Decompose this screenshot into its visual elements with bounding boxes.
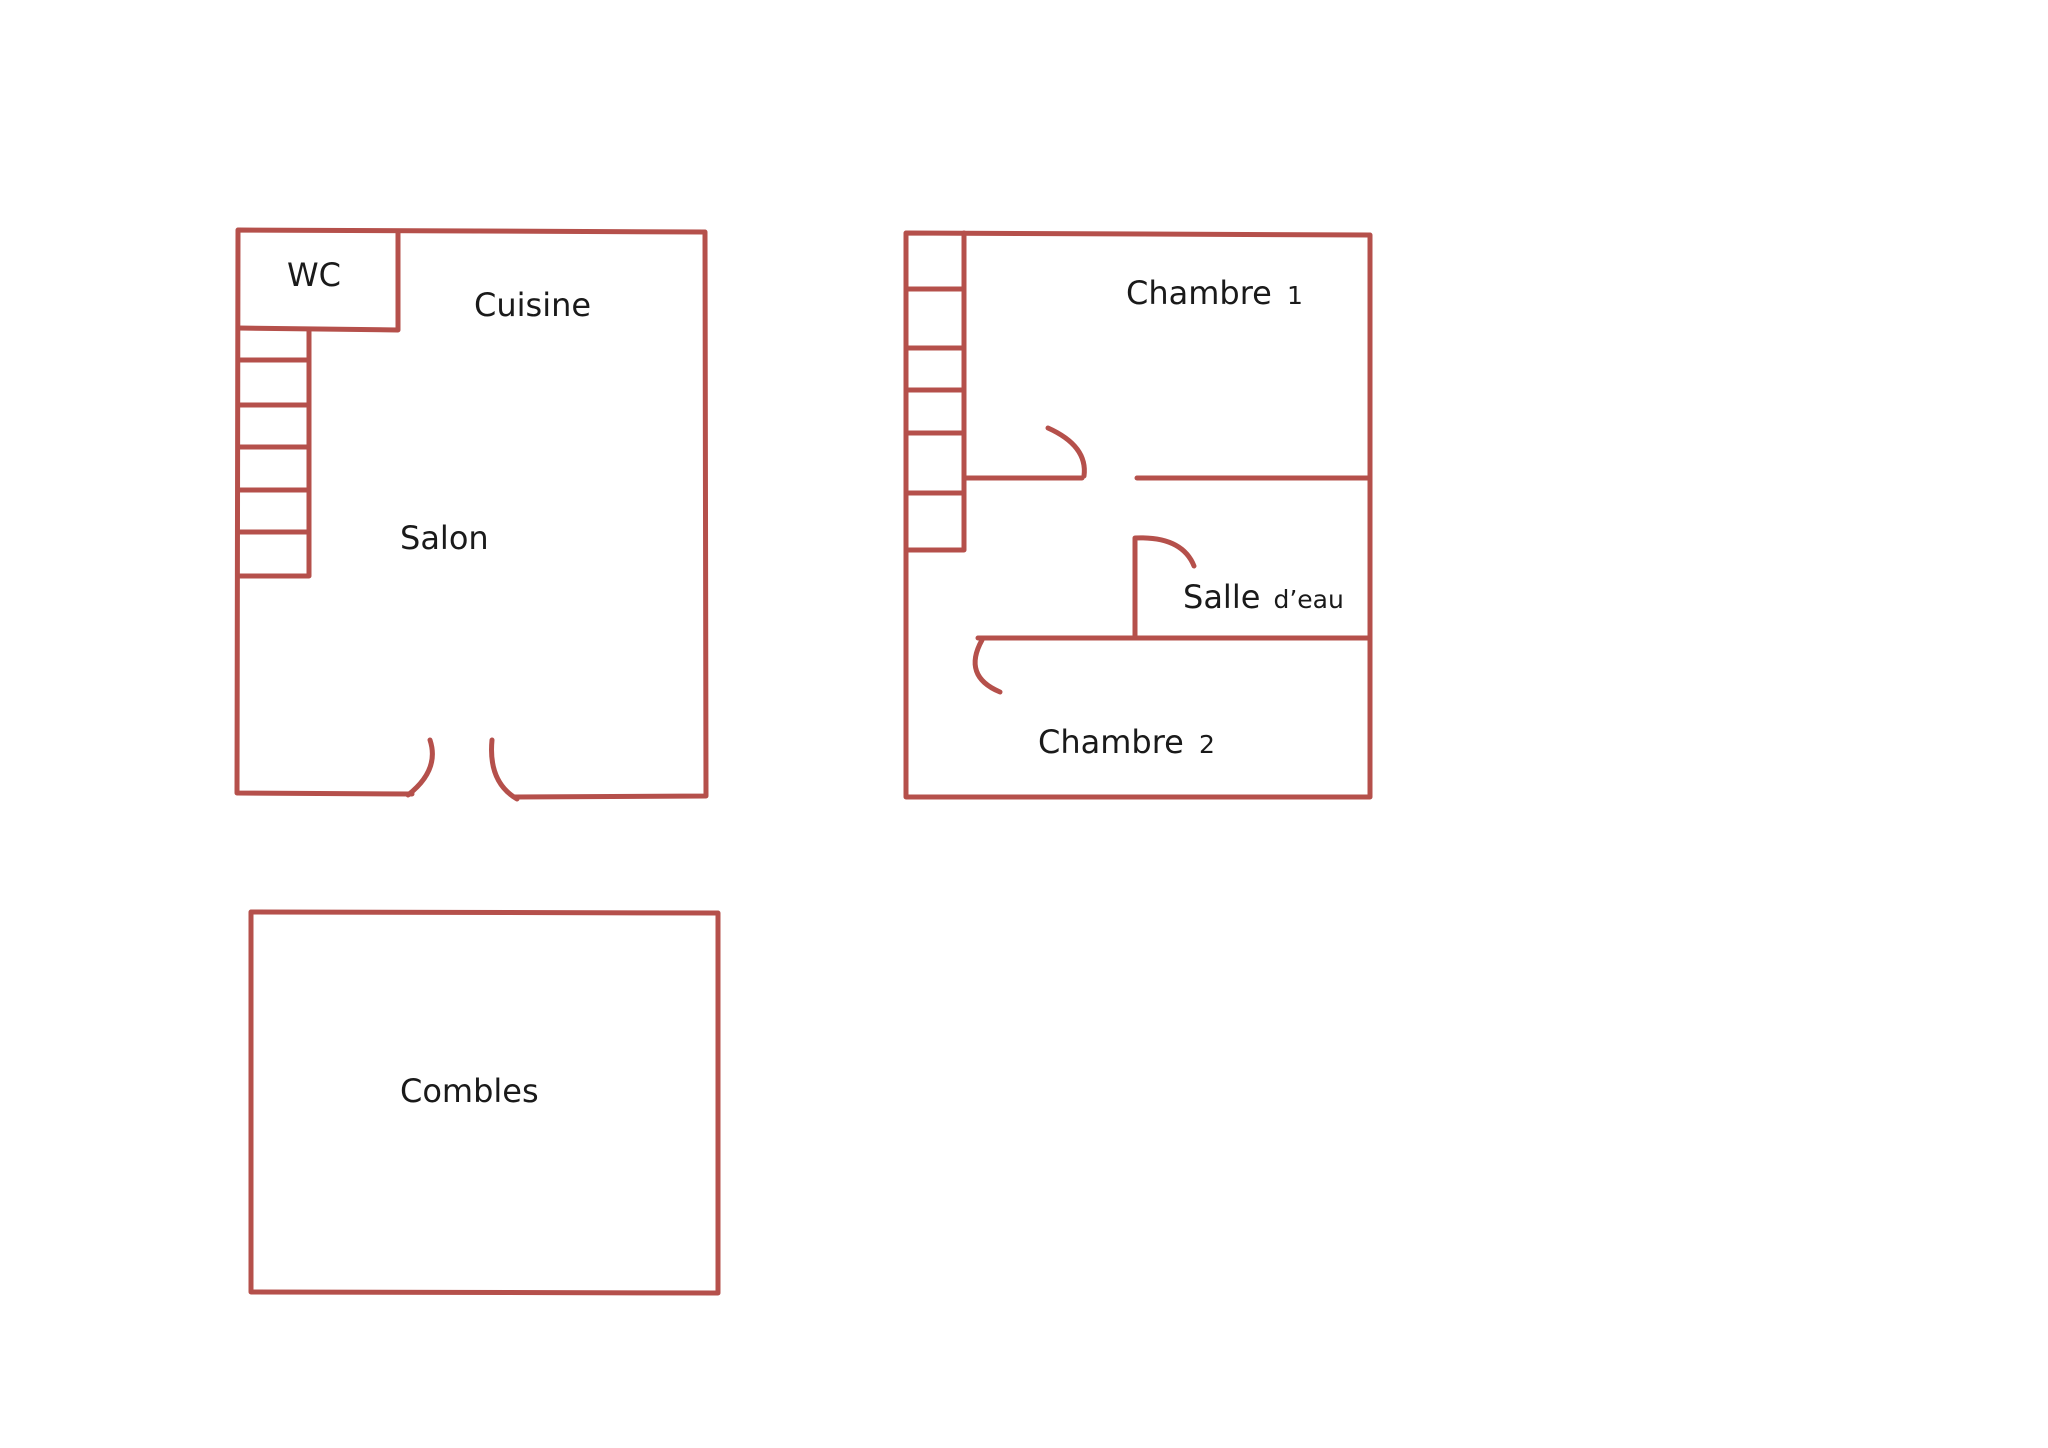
ground-floor-plan: WC Cuisine Salon	[234, 227, 709, 802]
upper-floor-outer-wall	[903, 230, 1373, 800]
attic-label: Combles	[400, 1072, 539, 1110]
bedroom2-label-group: Chambre 2	[1038, 723, 1215, 761]
attic-outer-wall	[248, 909, 721, 1296]
bathroom-wall	[1132, 535, 1197, 641]
upper-floor-plan: Chambre 1 Salle d’eau Chambre 2	[903, 230, 1373, 800]
bedroom2-number: 2	[1199, 730, 1215, 759]
bedroom2-label: Chambre	[1038, 723, 1184, 761]
bedroom2-door-swing	[972, 637, 1003, 695]
upper-staircase	[903, 230, 967, 553]
bedroom1-label-group: Chambre 1	[1126, 274, 1303, 312]
living-room-label: Salon	[400, 519, 489, 557]
bedroom1-number: 1	[1287, 281, 1303, 310]
bedroom1-door-swing	[1045, 425, 1087, 479]
bathroom-label-group: Salle d’eau	[1183, 578, 1344, 616]
bathroom-label-suffix: d’eau	[1273, 585, 1343, 614]
ground-floor-outer-wall	[234, 227, 709, 800]
wc-label: WC	[287, 256, 341, 294]
ground-staircase	[235, 327, 312, 579]
wc-wall	[235, 229, 401, 333]
bathroom-label: Salle	[1183, 578, 1260, 616]
attic-plan: Combles	[248, 909, 721, 1296]
front-door-left-swing	[405, 737, 435, 798]
kitchen-label: Cuisine	[474, 286, 591, 324]
bedroom1-label: Chambre	[1126, 274, 1272, 312]
front-door-right-swing	[489, 737, 520, 802]
